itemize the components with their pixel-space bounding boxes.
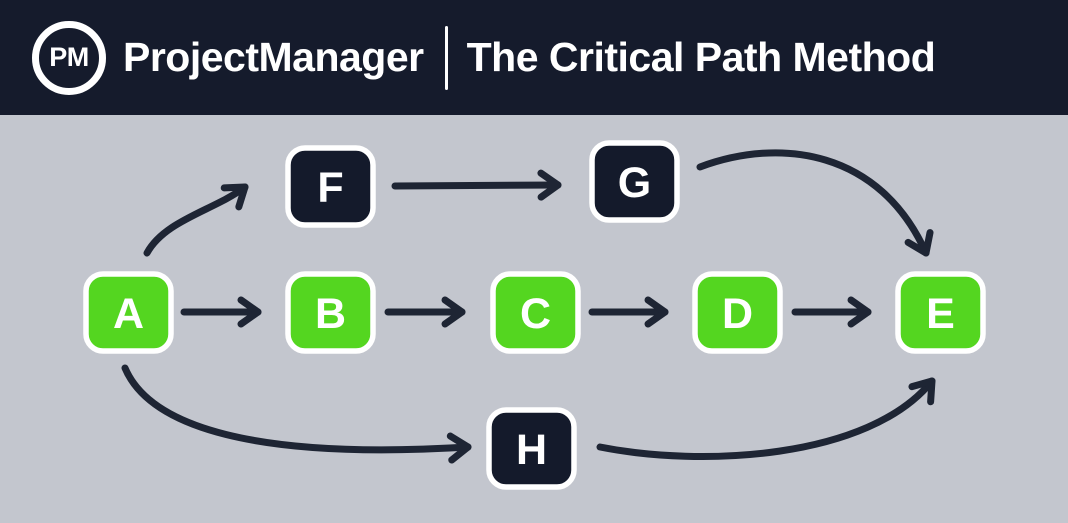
brand-name: ProjectManager [123,34,424,80]
header: PM ProjectManager The Critical Path Meth… [0,0,1068,115]
node-A-label: A [113,290,144,338]
node-E: E [895,271,986,354]
node-F-box [285,145,376,228]
node-H: H [486,407,577,490]
node-C: C [490,271,581,354]
node-D: D [692,271,783,354]
node-A-box [83,271,174,354]
node-D-label: D [722,290,753,338]
node-A: A [83,271,174,354]
node-G: G [589,140,680,223]
edge-A-F [143,183,249,257]
node-E-label: E [926,290,955,338]
node-E-box [895,271,986,354]
page-title: The Critical Path Method [466,34,936,80]
edge-A-H [121,364,472,464]
node-B-box [285,271,376,354]
node-D-box [692,271,783,354]
node-F: F [285,145,376,228]
node-G-label: G [618,159,651,207]
pm-logo-text: PM [49,42,89,72]
node-C-label: C [520,290,551,338]
pm-logo-icon: PM [32,20,106,95]
edge-H-E [596,377,936,460]
node-H-box [486,407,577,490]
node-B-label: B [315,290,346,338]
node-F-label: F [317,164,343,212]
node-G-box [589,140,680,223]
header-divider [444,25,448,90]
edge-F-G [391,169,562,201]
node-C-box [490,271,581,354]
critical-path-diagram: A B C D E F G H [83,140,986,490]
edge-G-E [696,149,934,257]
node-B: B [285,271,376,354]
diagram-canvas: A B C D E F G H [0,115,1068,523]
node-H-label: H [516,426,547,474]
